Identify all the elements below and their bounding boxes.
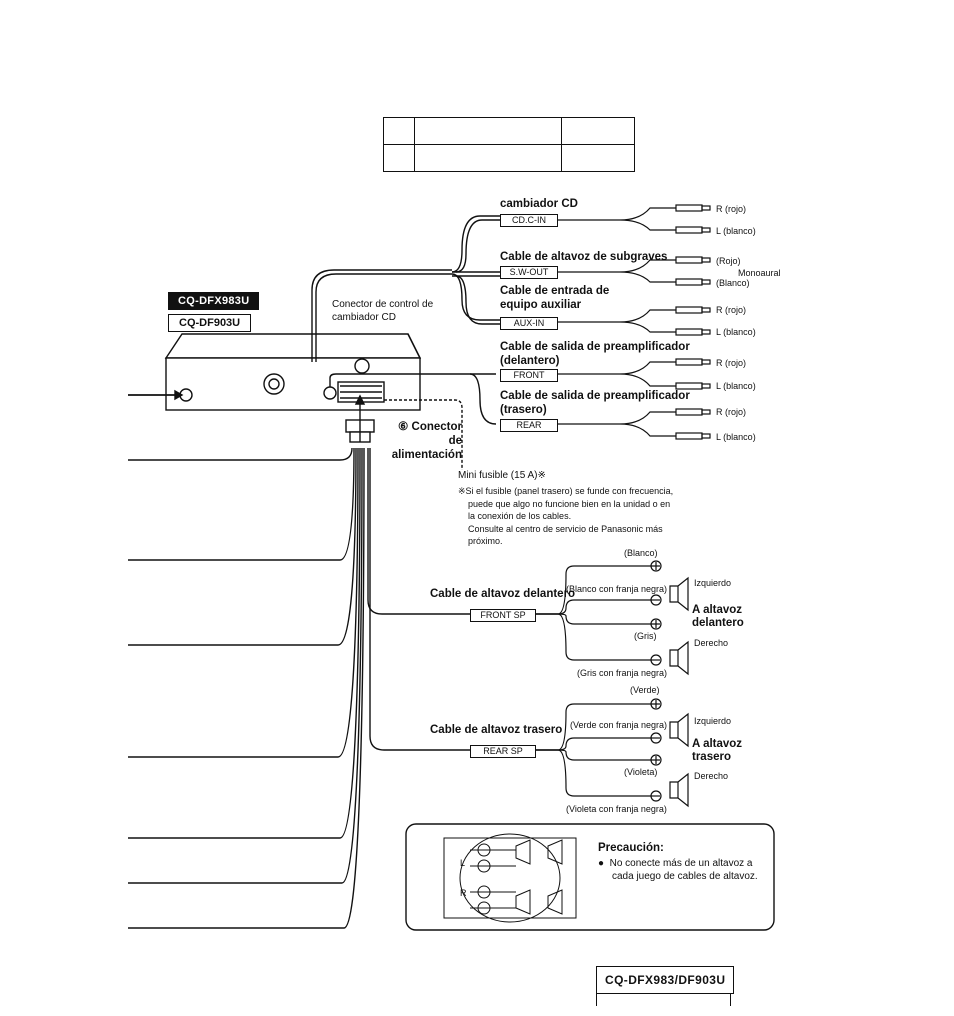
rca-tip (701, 227, 711, 233)
rca-tip (701, 205, 711, 211)
terminal-icon (650, 594, 662, 606)
rca-plug (675, 328, 703, 336)
sw-out-connector: S.W-OUT (500, 266, 558, 279)
rear-connector: REAR (500, 419, 558, 432)
front-wire-3: (Gris) (634, 631, 657, 641)
rca-tip (701, 383, 711, 389)
speaker-wire (534, 565, 652, 615)
subwoofer-label: Cable de altavoz de subgraves (500, 251, 668, 263)
rca-rear-l: L (blanco) (716, 432, 756, 442)
rca-aux-r: R (rojo) (716, 305, 747, 315)
rca-cd-l: L (blanco) (716, 226, 756, 236)
cdc-in-connector: CD.C-IN (500, 214, 558, 227)
rca-rear-r: R (rojo) (716, 407, 747, 417)
rca-sw-l: (Blanco) (716, 278, 750, 288)
rca-cable-3 (556, 361, 676, 387)
rca-tip (701, 307, 711, 313)
cd-changer-label: cambiador CD (500, 198, 578, 210)
front-connector: FRONT (500, 369, 558, 382)
speaker-icon (669, 712, 689, 748)
footer-rule-right (730, 994, 731, 1006)
speaker-wire (534, 749, 652, 797)
front-wire-4: (Gris con franja negra) (577, 668, 668, 678)
front-sp-cable-label: Cable de altavoz delantero (430, 588, 576, 600)
rca-cable-2 (556, 309, 676, 333)
front-wire-2: (Blanco con franja negra) (566, 584, 668, 594)
speaker-icon (669, 772, 689, 808)
terminal-icon (650, 560, 662, 572)
rca-aux-l: L (blanco) (716, 327, 756, 337)
rca-cable-4 (556, 411, 676, 437)
speaker-wire (534, 703, 652, 751)
header-table (383, 117, 635, 172)
rca-tip (701, 329, 711, 335)
rca-front-l: L (blanco) (716, 381, 756, 391)
front-left-label: Izquierdo (694, 578, 732, 588)
rca-front-r: R (rojo) (716, 358, 747, 368)
model-badge-light: CQ-DF903U (168, 314, 252, 332)
speaker-wire (534, 599, 652, 615)
rca-plug (675, 204, 703, 212)
terminal-icon (650, 654, 662, 666)
rca-cable-1 (556, 259, 676, 283)
rear-wire-3: (Violeta) (624, 767, 658, 777)
caution-r: R (460, 888, 467, 898)
rear-sp-connector: REAR SP (470, 745, 536, 758)
rca-tip (701, 279, 711, 285)
terminal-icon (650, 754, 662, 766)
rca-tip (701, 409, 711, 415)
rca-plug (675, 226, 703, 234)
aux-in-connector: AUX-IN (500, 317, 558, 330)
rear-left-label: Izquierdo (694, 716, 732, 726)
rca-tip (701, 359, 711, 365)
rear-wire-1: (Verde) (630, 685, 660, 695)
terminal-icon (650, 618, 662, 630)
rear-wire-4: (Violeta con franja negra) (566, 804, 667, 814)
footer-model: CQ-DFX983/DF903U (596, 966, 735, 994)
rca-cable-0 (556, 207, 676, 231)
rca-plug (675, 432, 703, 440)
fuse-note: ※Si el fusible (panel trasero) se funde … (458, 486, 674, 546)
terminal-icon (650, 698, 662, 710)
rear-wire-2: (Verde con franja negra) (570, 720, 668, 730)
speaker-icon (669, 640, 689, 676)
rear-sp-cable-label: Cable de altavoz trasero (430, 724, 563, 736)
front-right-label: Derecho (694, 638, 729, 648)
fuse-label: Mini fusible (15 A)※ (458, 470, 546, 481)
speaker-wire (534, 613, 652, 625)
rca-sw-mono: Monoaural (738, 268, 781, 278)
rear-right-label: Derecho (694, 771, 729, 781)
rca-cd-r: R (rojo) (716, 204, 747, 214)
rca-tip (701, 433, 711, 439)
speaker-icon (669, 576, 689, 612)
rca-plug (675, 278, 703, 286)
rca-plug (675, 256, 703, 264)
pre-rear-label: Cable de salida de preamplificador(trase… (500, 390, 690, 416)
speaker-wire (534, 737, 652, 751)
power-connector-label: ⑥ Conector de alimentación (391, 421, 462, 461)
speaker-wire (534, 613, 652, 661)
caution-title: Precaución: (598, 842, 664, 854)
model-badge-dark: CQ-DFX983U (168, 292, 260, 310)
front-sp-connector: FRONT SP (470, 609, 536, 622)
caution-l: L (460, 858, 466, 868)
terminal-icon (650, 732, 662, 744)
terminal-icon (650, 790, 662, 802)
front-wire-1: (Blanco) (624, 548, 658, 558)
rca-tip (701, 257, 711, 263)
pre-front-label: Cable de salida de preamplificador(delan… (500, 341, 690, 367)
rca-sw-r: (Rojo) (716, 256, 741, 266)
caution-text: ● No conecte más de un altavoz a cada ju… (598, 858, 758, 882)
speaker-wire (534, 749, 652, 761)
footer-rule-left (596, 994, 597, 1006)
rca-plug (675, 306, 703, 314)
